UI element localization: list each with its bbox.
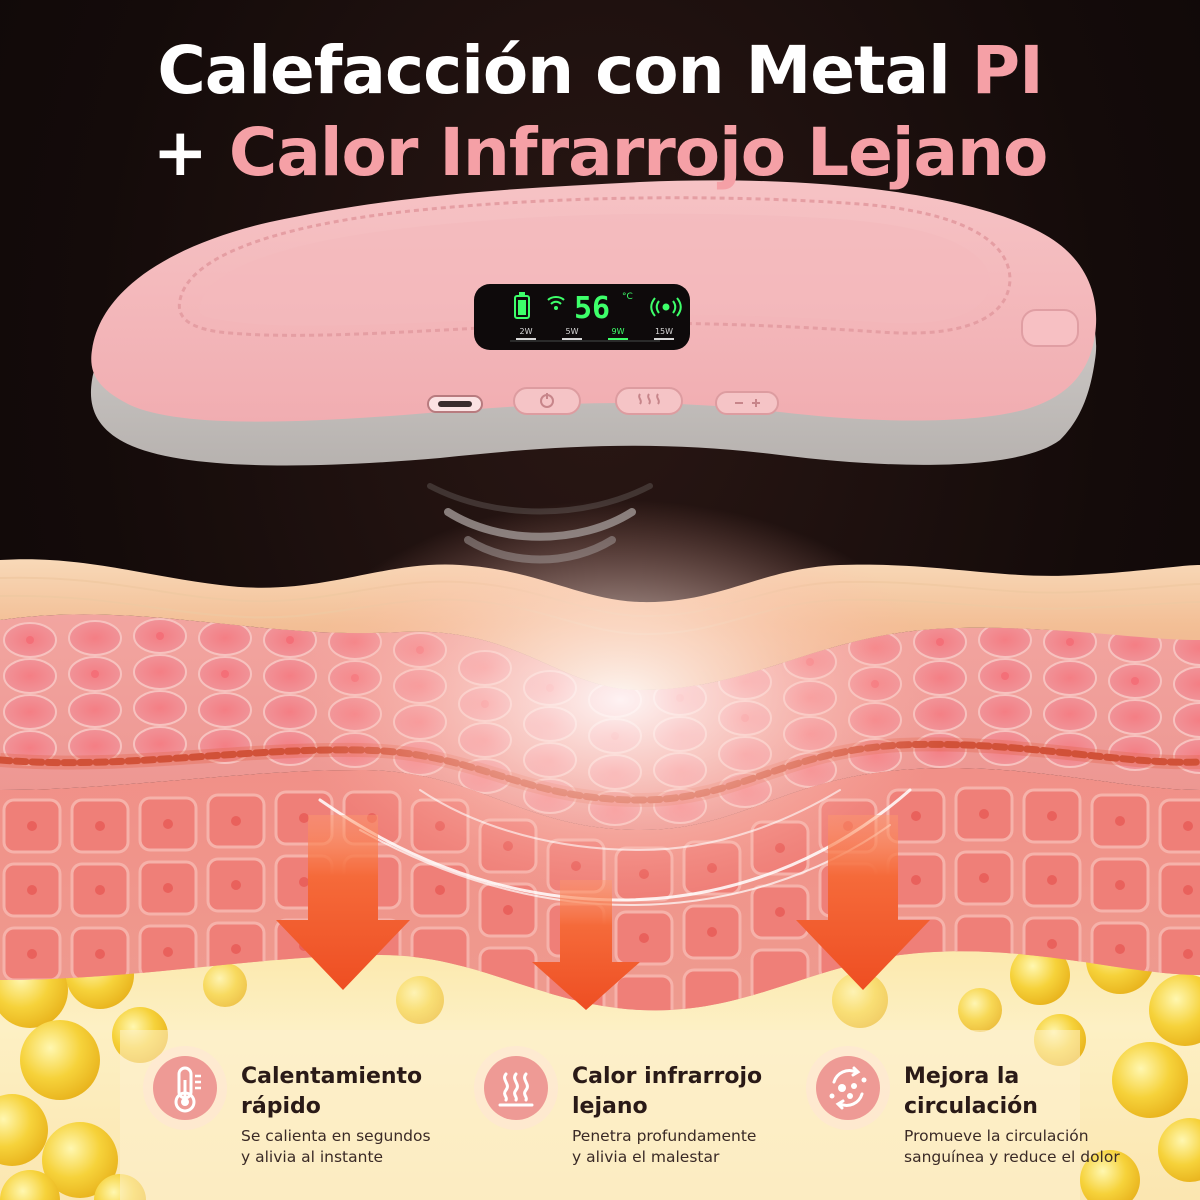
power-button bbox=[513, 387, 581, 415]
power-level-label: 15W bbox=[655, 327, 673, 336]
power-level-bar bbox=[654, 338, 674, 340]
feature-icon-wrap bbox=[145, 1048, 225, 1128]
power-level-label: 2W bbox=[520, 327, 533, 336]
display-unit: °C bbox=[622, 292, 633, 302]
wifi-icon bbox=[547, 296, 565, 310]
headline-highlight-2: Calor Infrarrojo Lejano bbox=[228, 114, 1048, 191]
headline-line-2: + Calor Infrarrojo Lejano bbox=[0, 120, 1200, 186]
headline-text: Calefacción con Metal bbox=[157, 32, 972, 109]
side-button bbox=[1021, 309, 1079, 347]
thermometer-icon bbox=[153, 1056, 217, 1120]
power-levels: 2W 5W 9W 15W bbox=[516, 327, 674, 340]
heat-arrow-center bbox=[532, 880, 640, 1010]
battery-icon bbox=[514, 292, 530, 319]
heat-glow bbox=[290, 500, 950, 900]
heating-device bbox=[90, 180, 1097, 466]
display-temperature: 56 bbox=[574, 291, 610, 326]
power-level-label: 5W bbox=[566, 327, 579, 336]
power-level-bar bbox=[608, 338, 628, 340]
signal-waves bbox=[427, 483, 653, 564]
power-level-bar bbox=[516, 338, 536, 340]
heat-arrow-right bbox=[796, 815, 930, 990]
feature-icon-wrap bbox=[808, 1048, 888, 1128]
power-level-label: 9W bbox=[612, 327, 625, 336]
mode-button bbox=[715, 391, 779, 415]
heat-arrow-left bbox=[276, 815, 410, 990]
feature-icon-wrap bbox=[476, 1048, 556, 1128]
device-controls bbox=[427, 309, 1079, 415]
signal-icon bbox=[650, 297, 682, 317]
headline-line-1: Calefacción con Metal PI bbox=[0, 38, 1200, 104]
headline-plus: + bbox=[152, 114, 229, 191]
circulation-icon bbox=[816, 1056, 880, 1120]
headline-highlight: PI bbox=[971, 32, 1044, 109]
heat-waves-icon bbox=[484, 1056, 548, 1120]
power-level-bar bbox=[562, 338, 582, 340]
